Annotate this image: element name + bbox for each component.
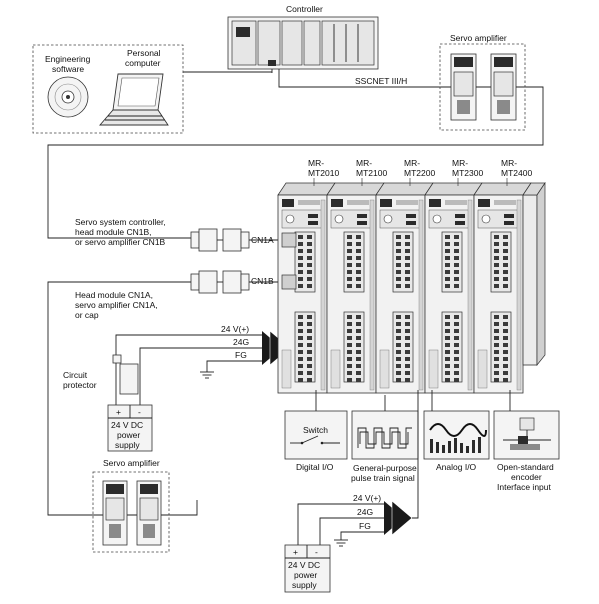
cd-disc-icon — [47, 76, 89, 118]
pulse-train-device — [351, 410, 419, 460]
module-mt2010 — [277, 182, 336, 394]
controller: Controller — [227, 4, 379, 70]
svg-text:Head module CN1A,: Head module CN1A, — [75, 290, 153, 300]
svg-text:power: power — [117, 430, 140, 440]
svg-text:or servo amplifier CN1B: or servo amplifier CN1B — [75, 237, 166, 247]
controller-label: Controller — [286, 4, 323, 14]
power-supply-top — [107, 404, 153, 452]
servo-amplifier-bottom — [102, 480, 162, 546]
servo-amp-top-group — [439, 43, 526, 131]
digital-io-label: Digital I/O — [296, 462, 334, 472]
svg-text:supply: supply — [115, 440, 140, 450]
cn1a-cable-connector — [190, 228, 250, 252]
svg-text:24 V(+): 24 V(+) — [353, 493, 381, 503]
module-name-line2: MT2010 — [308, 168, 339, 178]
servo-amp-top-label: Servo amplifier — [450, 33, 507, 43]
module-name-line2: MT2200 — [404, 168, 435, 178]
svg-text:servo amplifier CN1A,: servo amplifier CN1A, — [75, 300, 158, 310]
module-mt2200 — [375, 182, 434, 394]
cn1b-cable-connector — [190, 270, 250, 294]
switch-device — [284, 410, 348, 460]
svg-text:Personal: Personal — [127, 48, 161, 58]
svg-text:+: + — [116, 407, 121, 417]
analog-io-device — [423, 410, 490, 460]
svg-text:Circuit: Circuit — [63, 370, 88, 380]
power-supply-bottom — [284, 544, 331, 593]
pc-group — [32, 44, 184, 134]
module-mt2300 — [424, 182, 483, 394]
circuit-protector — [112, 354, 139, 405]
module-mt2100 — [326, 182, 385, 394]
module-name-line1: MR- — [452, 158, 468, 168]
svg-text:Open-standard: Open-standard — [497, 462, 554, 472]
end-cover — [522, 181, 546, 366]
svg-text:supply: supply — [292, 580, 317, 590]
module-name-line1: MR- — [356, 158, 372, 168]
svg-text:software: software — [52, 64, 84, 74]
svg-text:head module CN1B,: head module CN1B, — [75, 227, 152, 237]
laptop-icon — [99, 73, 169, 126]
svg-text:-: - — [138, 407, 141, 417]
ground-symbol-bottom — [334, 539, 348, 547]
servo-amplifier-top — [450, 53, 517, 121]
svg-text:FG: FG — [235, 350, 247, 360]
svg-text:computer: computer — [125, 58, 161, 68]
ground-symbol — [200, 371, 214, 379]
power-connector-arrows-bottom — [384, 500, 413, 536]
module-name-line1: MR- — [501, 158, 517, 168]
servo-amp-bottom-label: Servo amplifier — [103, 458, 160, 468]
sscnet-label: SSCNET III/H — [355, 76, 407, 86]
module-name-line1: MR- — [404, 158, 420, 168]
svg-text:24 V DC: 24 V DC — [288, 560, 320, 570]
svg-text:24G: 24G — [233, 337, 249, 347]
module-rack — [277, 181, 546, 394]
cn1b-label: CN1B — [251, 276, 274, 286]
svg-text:FG: FG — [359, 521, 371, 531]
svg-text:24 V DC: 24 V DC — [111, 420, 143, 430]
svg-text:protector: protector — [63, 380, 97, 390]
switch-label: Switch — [303, 425, 328, 435]
svg-text:Interface input: Interface input — [497, 482, 552, 492]
svg-text:-: - — [315, 547, 318, 557]
svg-text:power: power — [294, 570, 317, 580]
svg-text:+: + — [293, 547, 298, 557]
encoder-device — [493, 410, 560, 460]
module-name-line2: MT2100 — [356, 168, 387, 178]
module-name-line1: MR- — [308, 158, 324, 168]
svg-text:General-purpose: General-purpose — [353, 463, 417, 473]
svg-text:Servo system controller,: Servo system controller, — [75, 217, 166, 227]
svg-text:24 V(+): 24 V(+) — [221, 324, 249, 334]
analog-io-label: Analog I/O — [436, 462, 477, 472]
module-mt2400 — [473, 182, 532, 394]
svg-text:Engineering: Engineering — [45, 54, 91, 64]
svg-text:or cap: or cap — [75, 310, 99, 320]
head-module-ports — [281, 232, 297, 290]
svg-text:pulse train signal: pulse train signal — [351, 473, 415, 483]
svg-text:encoder: encoder — [511, 472, 542, 482]
svg-text:24G: 24G — [357, 507, 373, 517]
module-name-line2: MT2400 — [501, 168, 532, 178]
servo-amp-bottom-group — [92, 471, 170, 553]
module-name-line2: MT2300 — [452, 168, 483, 178]
